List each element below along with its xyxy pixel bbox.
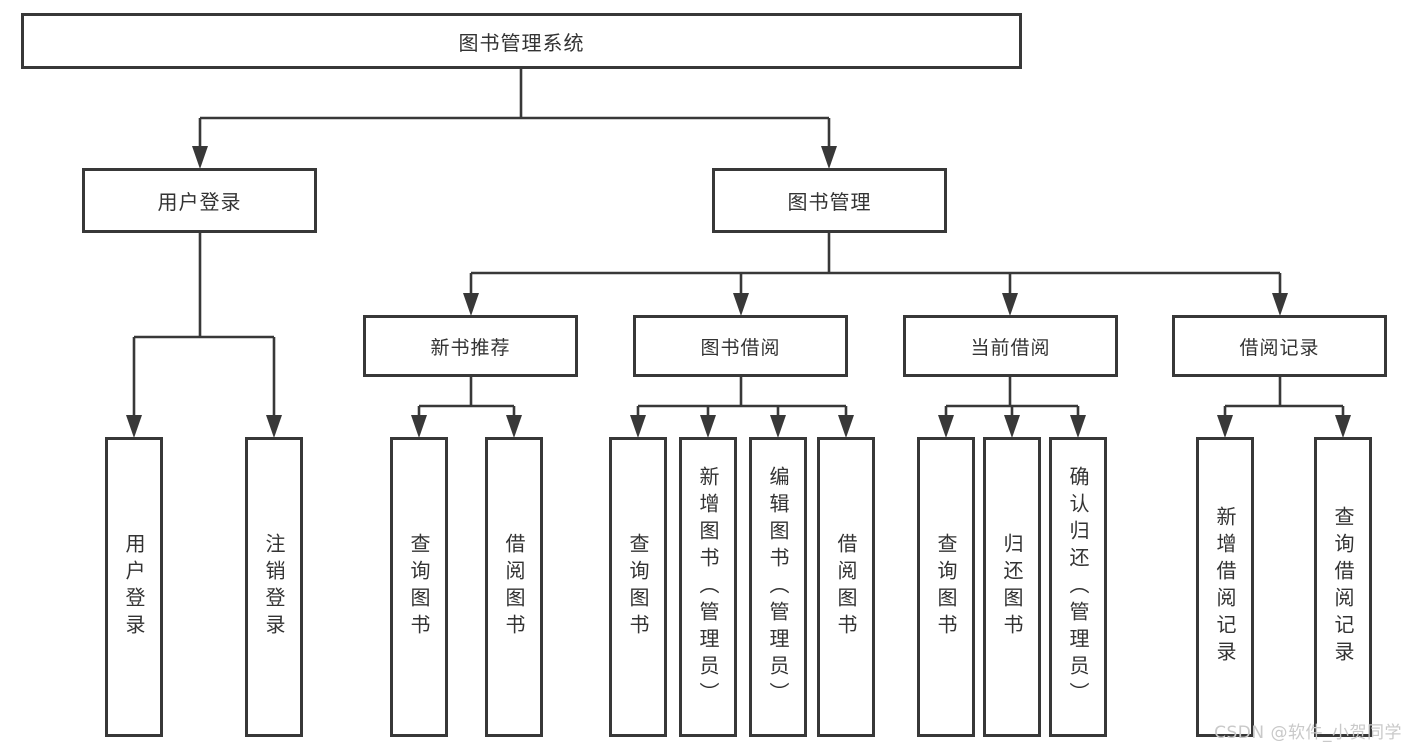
node-user-login-label: 用户登录 <box>157 190 242 214</box>
arrow-down-icon <box>1070 415 1086 438</box>
node-new-book-recommend: 新书推荐 <box>363 315 578 377</box>
leaf-borrow-query-books-label: 查询图书 <box>626 533 650 641</box>
leaf-edit-books-admin-label: 编辑图书（管理员） <box>766 465 790 709</box>
leaf-logout: 注销登录 <box>245 437 303 737</box>
arrow-down-icon <box>1004 415 1020 438</box>
arrow-down-icon <box>700 415 716 438</box>
arrow-down-icon <box>938 415 954 438</box>
leaf-add-books-admin: 新增图书（管理员） <box>679 437 737 737</box>
arrow-down-icon <box>733 293 749 316</box>
node-library-system-label: 图书管理系统 <box>458 30 585 55</box>
node-new-book-recommend-label: 新书推荐 <box>430 336 511 359</box>
leaf-return-books: 归还图书 <box>983 437 1041 737</box>
node-current-borrow-label: 当前借阅 <box>970 336 1051 359</box>
node-user-login: 用户登录 <box>82 168 317 233</box>
leaf-add-books-admin-label: 新增图书（管理员） <box>696 465 720 709</box>
arrow-down-icon <box>1335 415 1351 438</box>
connector-lines <box>132 69 1345 416</box>
node-library-system: 图书管理系统 <box>21 13 1022 69</box>
arrow-down-icon <box>463 293 479 316</box>
leaf-recommend-query-books-label: 查询图书 <box>407 533 431 641</box>
arrow-down-icon <box>821 146 837 169</box>
leaf-return-books-label: 归还图书 <box>1000 533 1024 641</box>
watermark: CSDN @软件_小贺同学 <box>1214 723 1402 743</box>
node-book-borrow-label: 图书借阅 <box>700 336 781 359</box>
leaf-edit-books-admin: 编辑图书（管理员） <box>749 437 807 737</box>
arrow-down-icon <box>411 415 427 438</box>
leaf-current-query-books-label: 查询图书 <box>934 533 958 641</box>
leaf-borrow-query-books: 查询图书 <box>609 437 667 737</box>
node-borrow-records-label: 借阅记录 <box>1239 336 1320 359</box>
arrow-down-icon <box>1272 293 1288 316</box>
arrow-down-icon <box>1217 415 1233 438</box>
arrow-down-icon <box>838 415 854 438</box>
arrow-down-icon <box>630 415 646 438</box>
leaf-confirm-return-admin-label: 确认归还（管理员） <box>1066 465 1090 709</box>
node-current-borrow: 当前借阅 <box>903 315 1118 377</box>
node-book-management: 图书管理 <box>712 168 947 233</box>
leaf-user-login: 用户登录 <box>105 437 163 737</box>
arrowheads <box>126 146 1351 438</box>
leaf-confirm-return-admin: 确认归还（管理员） <box>1049 437 1107 737</box>
leaf-recommend-borrow-books: 借阅图书 <box>485 437 543 737</box>
leaf-user-login-label: 用户登录 <box>122 533 146 641</box>
leaf-add-borrow-record-label: 新增借阅记录 <box>1213 506 1237 668</box>
leaf-logout-label: 注销登录 <box>262 533 286 641</box>
leaf-query-borrow-record: 查询借阅记录 <box>1314 437 1372 737</box>
arrow-down-icon <box>1002 293 1018 316</box>
arrow-down-icon <box>770 415 786 438</box>
leaf-query-borrow-record-label: 查询借阅记录 <box>1331 506 1355 668</box>
leaf-borrow-books-label: 借阅图书 <box>834 533 858 641</box>
node-book-borrow: 图书借阅 <box>633 315 848 377</box>
node-book-management-label: 图书管理 <box>787 190 872 214</box>
arrow-down-icon <box>266 415 282 438</box>
leaf-recommend-borrow-books-label: 借阅图书 <box>502 533 526 641</box>
leaf-borrow-books: 借阅图书 <box>817 437 875 737</box>
leaf-add-borrow-record: 新增借阅记录 <box>1196 437 1254 737</box>
arrow-down-icon <box>126 415 142 438</box>
leaf-recommend-query-books: 查询图书 <box>390 437 448 737</box>
arrow-down-icon <box>192 146 208 169</box>
leaf-current-query-books: 查询图书 <box>917 437 975 737</box>
arrow-down-icon <box>506 415 522 438</box>
node-borrow-records: 借阅记录 <box>1172 315 1387 377</box>
